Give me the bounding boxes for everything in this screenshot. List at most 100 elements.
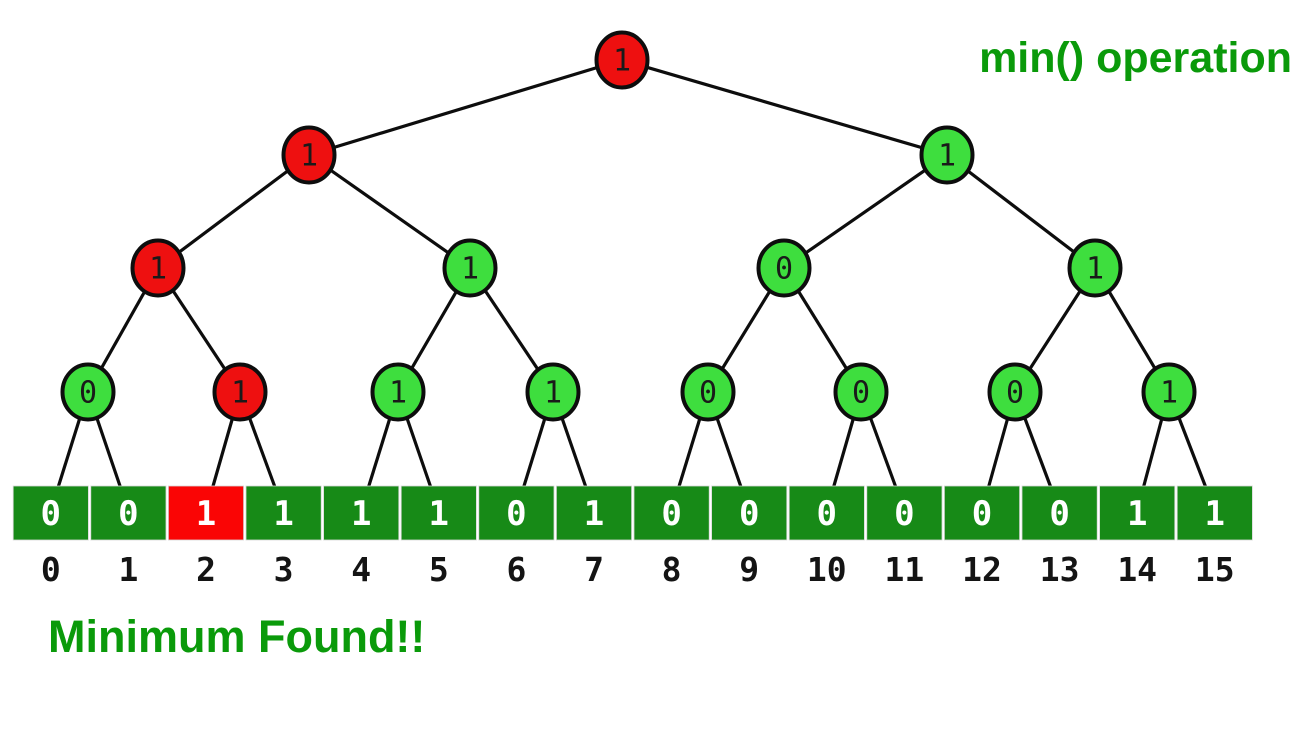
array-cell: 1 (323, 485, 400, 541)
tree-node: 1 (594, 30, 650, 90)
index-label: 14 (1117, 550, 1157, 589)
node-circle-green (60, 362, 116, 422)
node-value: 1 (1086, 252, 1104, 287)
node-circle-green (525, 362, 581, 422)
cell-value: 1 (584, 494, 604, 534)
node-value: 1 (544, 376, 562, 411)
array-cell: 1 (245, 485, 322, 541)
cell-rect (944, 485, 1021, 541)
node-value: 0 (775, 252, 793, 287)
index-label: 0 (41, 550, 61, 589)
cell-value: 0 (739, 494, 759, 534)
node-circle-green (987, 362, 1043, 422)
cell-value: 0 (972, 494, 992, 534)
index-label: 9 (739, 550, 759, 589)
cell-rect (556, 485, 633, 541)
tree-edge (946, 153, 1096, 270)
array-cell: 0 (478, 485, 555, 541)
array-cell: 0 (944, 485, 1021, 541)
node-value: 1 (613, 44, 631, 79)
array-cell: 0 (12, 485, 89, 541)
cell-value: 0 (1049, 494, 1069, 534)
array-cell: 0 (788, 485, 865, 541)
tree-node: 1 (1067, 238, 1123, 298)
node-circle-red (281, 125, 337, 185)
cell-value: 0 (661, 494, 681, 534)
cell-rect (1176, 485, 1253, 541)
array-cell: 1 (400, 485, 477, 541)
tree-edge (157, 153, 310, 270)
index-label: 11 (885, 550, 925, 589)
tree-node: 0 (987, 362, 1043, 422)
cell-rect (478, 485, 555, 541)
node-value: 0 (79, 376, 97, 411)
cell-rect (1021, 485, 1098, 541)
node-circle-red (212, 362, 268, 422)
node-circle-red (594, 30, 650, 90)
cell-rect (1099, 485, 1176, 541)
node-value: 0 (852, 376, 870, 411)
node-value: 1 (461, 252, 479, 287)
tree-edge (308, 153, 471, 270)
cell-value: 1 (1127, 494, 1147, 534)
cell-rect (711, 485, 788, 541)
cell-value: 1 (1205, 494, 1225, 534)
index-label: 2 (196, 550, 216, 589)
cell-value: 0 (506, 494, 526, 534)
cell-rect (323, 485, 400, 541)
index-label: 1 (118, 550, 138, 589)
node-circle-green (442, 238, 498, 298)
node-circle-green (1067, 238, 1123, 298)
title-label: min() operation (979, 34, 1292, 82)
cell-rect-highlight (167, 485, 244, 541)
tree-node: 1 (281, 125, 337, 185)
node-value: 1 (1160, 376, 1178, 411)
tree-edges (54, 58, 1210, 495)
cell-value: 1 (196, 494, 216, 534)
tree-node: 1 (212, 362, 268, 422)
index-label: 15 (1195, 550, 1235, 589)
tree-edge (308, 58, 623, 157)
node-circle-green (1141, 362, 1197, 422)
tree-edge (621, 58, 948, 157)
node-value: 1 (938, 139, 956, 174)
node-circle-green (756, 238, 812, 298)
node-circle-green (919, 125, 975, 185)
node-value: 1 (300, 139, 318, 174)
node-circle-green (370, 362, 426, 422)
cell-rect (12, 485, 89, 541)
caption-label: Minimum Found!! (48, 611, 425, 662)
tree-node: 0 (680, 362, 736, 422)
cell-value: 1 (429, 494, 449, 534)
cell-rect (245, 485, 322, 541)
array-cell: 0 (711, 485, 788, 541)
node-value: 1 (149, 252, 167, 287)
array-cell: 0 (1021, 485, 1098, 541)
cell-value: 0 (817, 494, 837, 534)
node-circle-green (833, 362, 889, 422)
cell-rect (788, 485, 865, 541)
node-value: 1 (231, 376, 249, 411)
array-cell: 1 (1099, 485, 1176, 541)
cell-rect (90, 485, 167, 541)
index-label: 5 (429, 550, 449, 589)
array-cell: 0 (90, 485, 167, 541)
tree-node: 1 (1141, 362, 1197, 422)
tree-node: 1 (525, 362, 581, 422)
cell-value: 0 (41, 494, 61, 534)
tree-edge (783, 153, 948, 270)
index-label: 12 (962, 550, 1002, 589)
cell-value: 1 (351, 494, 371, 534)
tree-node: 1 (130, 238, 186, 298)
tree-node: 1 (442, 238, 498, 298)
node-circle-green (680, 362, 736, 422)
cell-value: 0 (894, 494, 914, 534)
array-cell: 1 (167, 485, 244, 541)
array-cell: 0 (866, 485, 943, 541)
tree-node: 0 (833, 362, 889, 422)
tree-node: 0 (60, 362, 116, 422)
node-circle-red (130, 238, 186, 298)
